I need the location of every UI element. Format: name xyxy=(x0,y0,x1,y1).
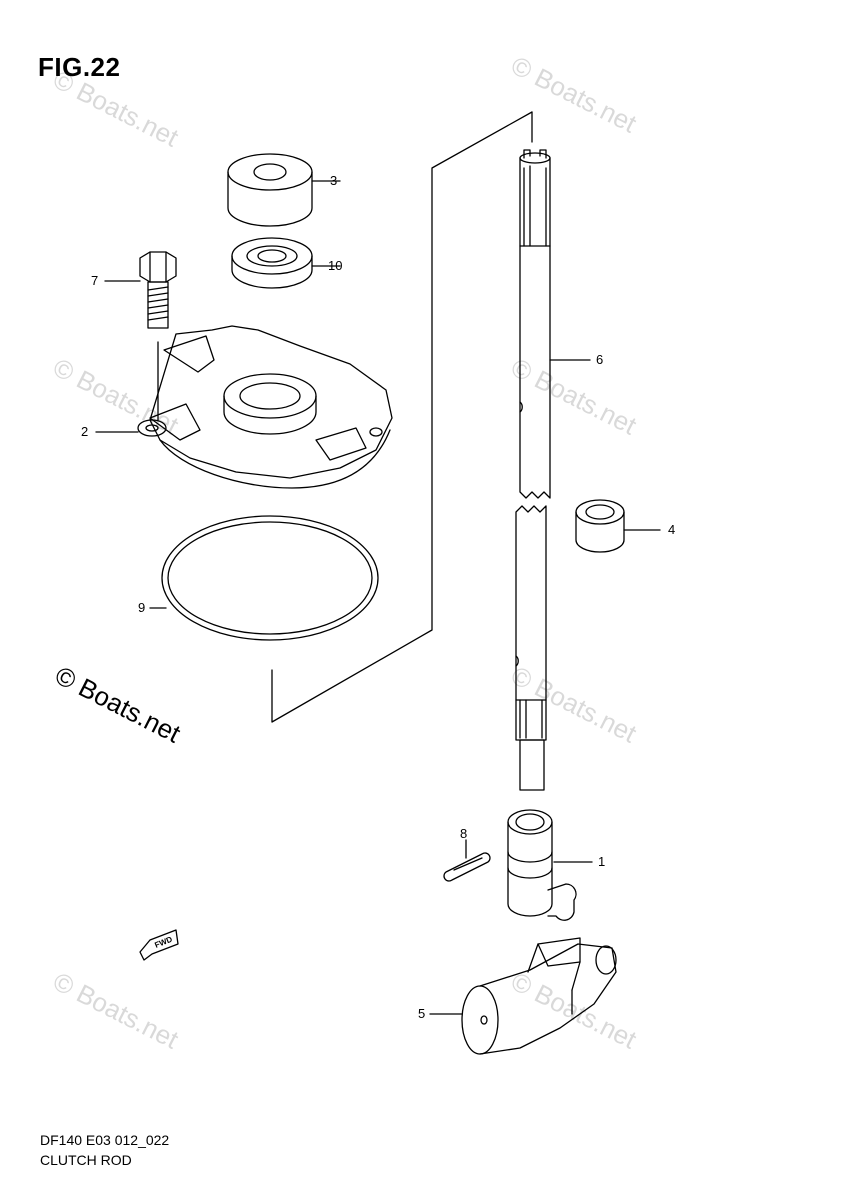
bracket-frame xyxy=(271,111,533,723)
callout-part-1: 1 xyxy=(598,854,606,869)
callout-part-10: 10 xyxy=(328,258,343,273)
part-2-housing xyxy=(95,325,393,489)
part-10-seal xyxy=(231,237,341,289)
figure-title: FIG.22 xyxy=(38,52,121,82)
part-1-shift-cam xyxy=(507,809,593,921)
callout-part-2: 2 xyxy=(81,424,89,439)
fwd-arrow-icon xyxy=(139,929,179,961)
part-5-clutch-dog xyxy=(429,937,617,1055)
callout-part-6: 6 xyxy=(596,352,604,367)
callout-part-3: 3 xyxy=(330,173,338,188)
callout-part-5: 5 xyxy=(418,1006,426,1021)
part-3-cap xyxy=(227,153,341,227)
part-9-o-ring xyxy=(149,515,379,641)
part-8-pin xyxy=(443,839,491,882)
callout-part-8: 8 xyxy=(460,826,468,841)
figure-name: CLUTCH ROD xyxy=(40,1152,132,1168)
callout-part-9: 9 xyxy=(138,600,146,615)
callout-part-7: 7 xyxy=(91,273,99,288)
part-6-clutch-rod xyxy=(515,149,591,791)
callout-part-4: 4 xyxy=(668,522,676,537)
figure-code: DF140 E03 012_022 xyxy=(40,1132,170,1148)
part-4-collar xyxy=(575,499,661,553)
part-7-bolt xyxy=(104,251,177,421)
